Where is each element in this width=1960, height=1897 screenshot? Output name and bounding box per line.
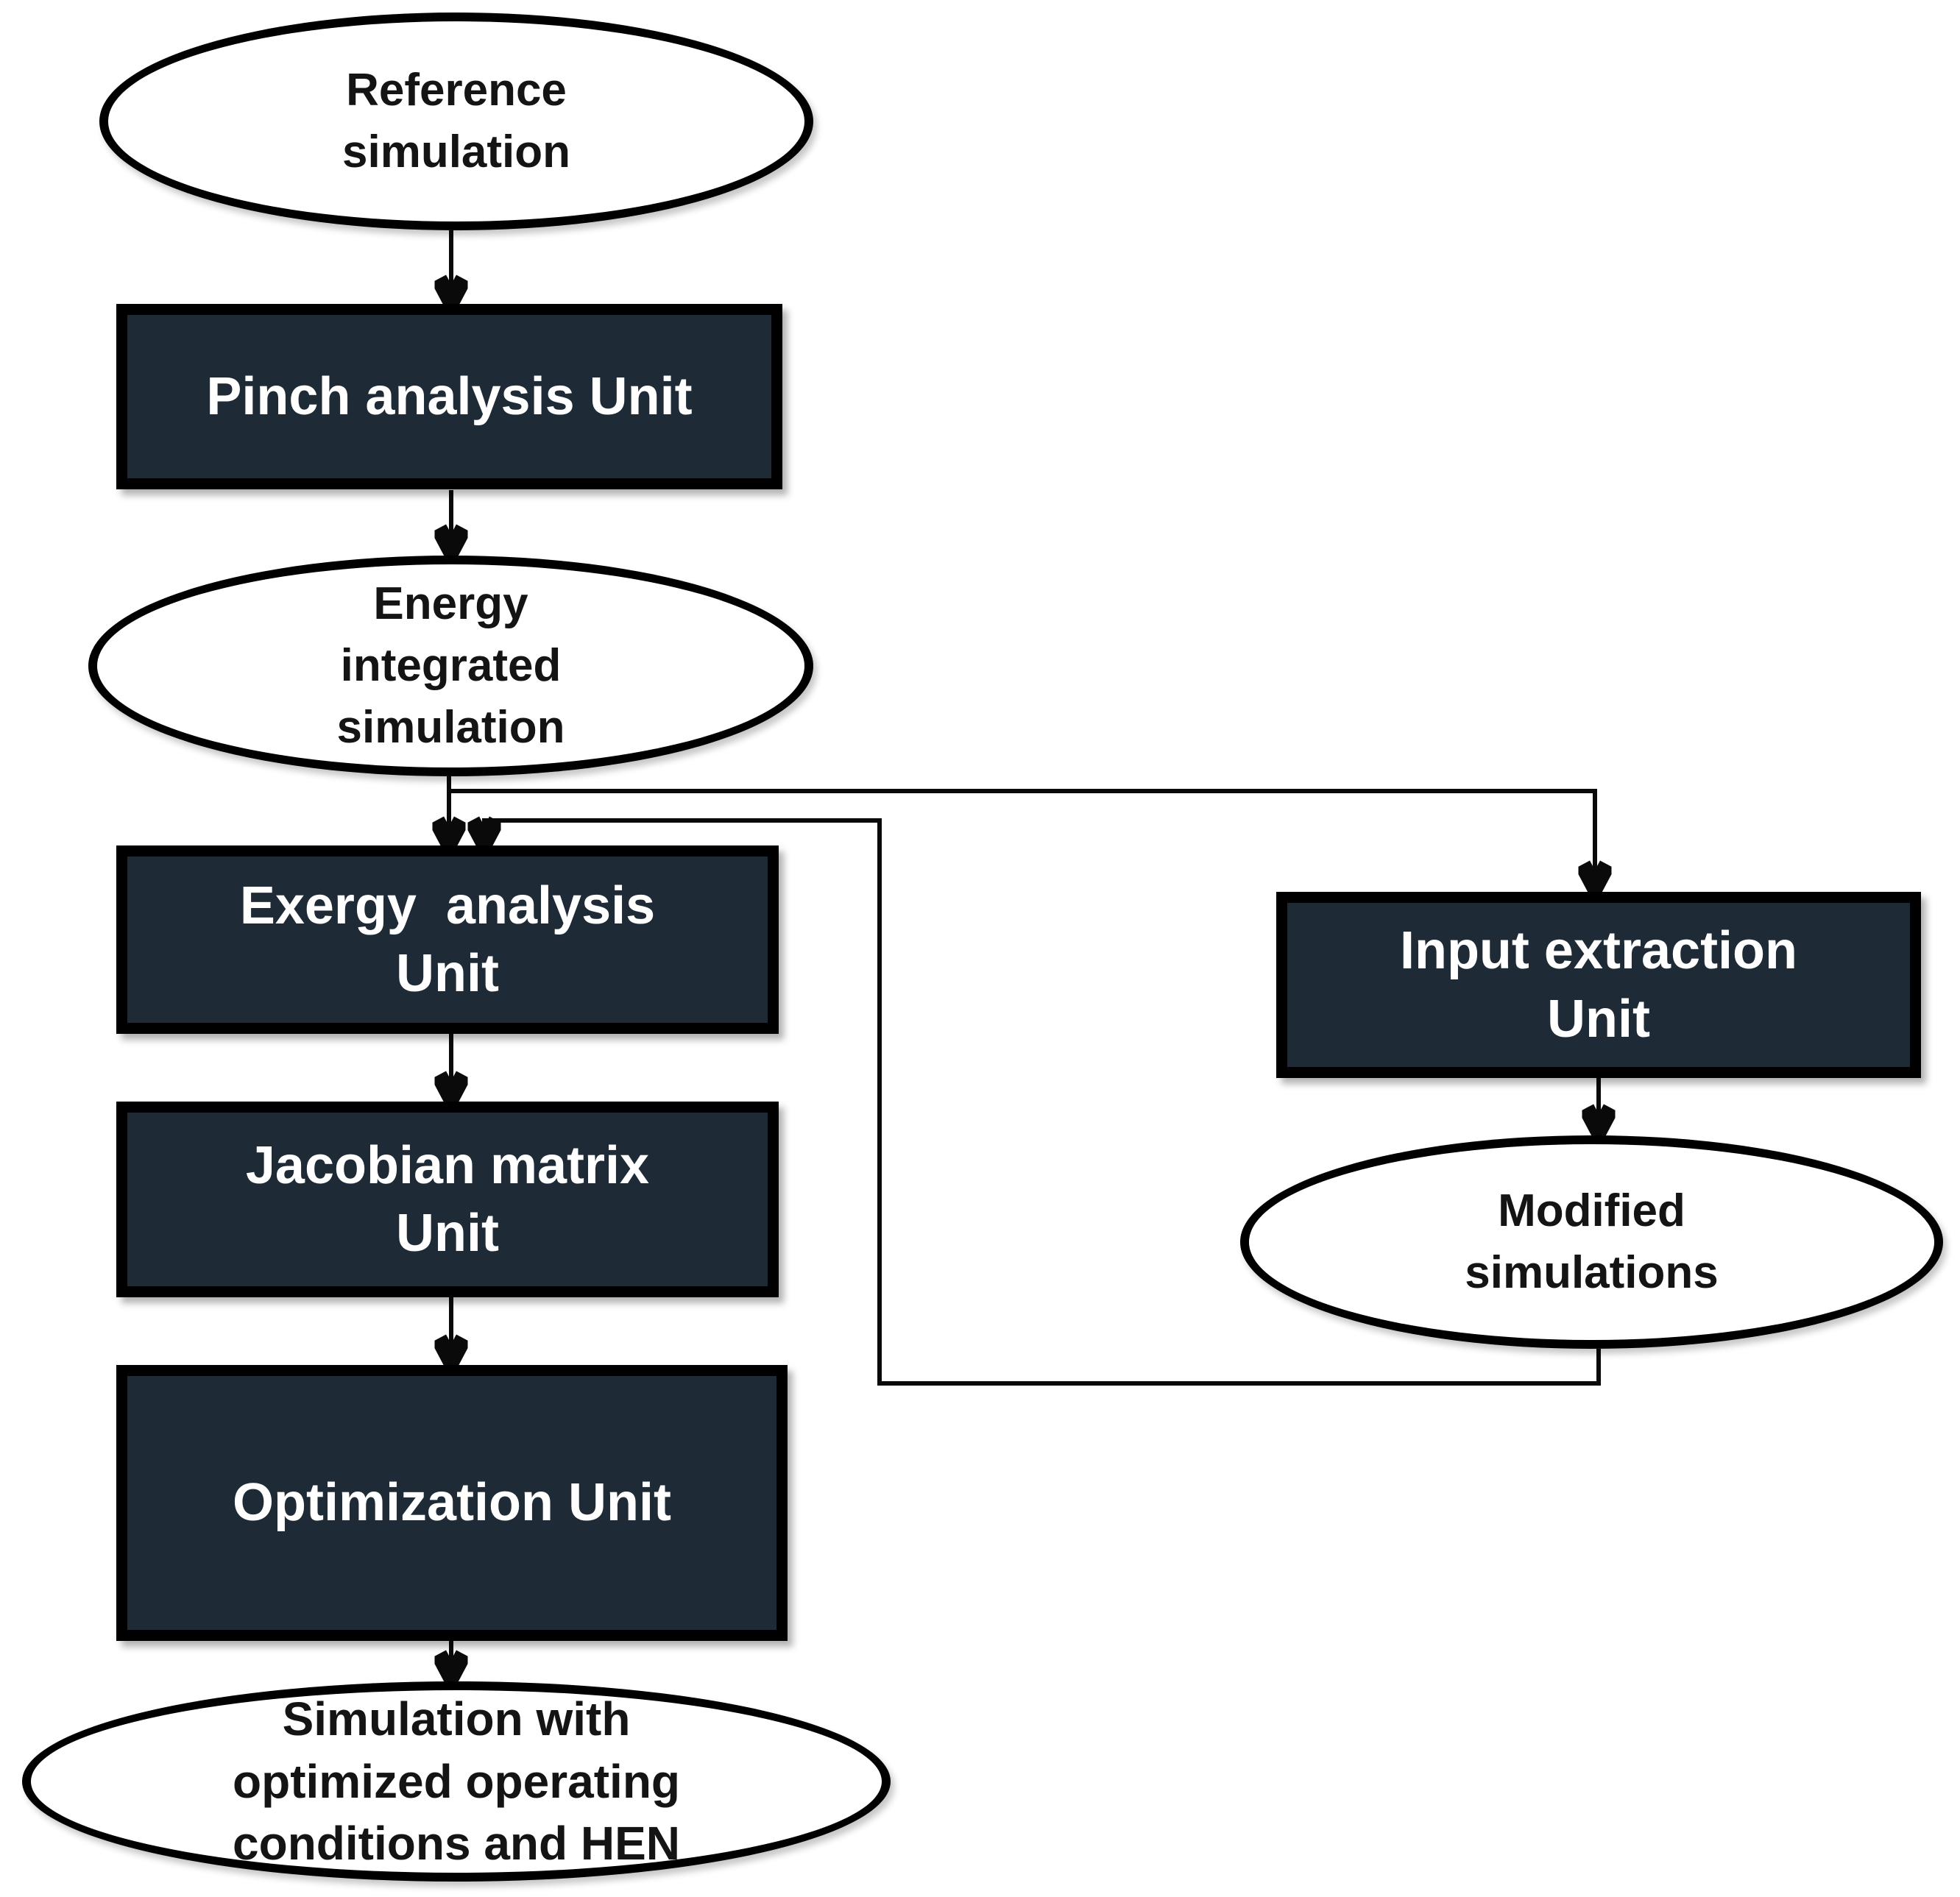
- node-exergy-analysis-unit: Exergy analysis Unit: [116, 845, 779, 1034]
- node-energy-integrated-simulation: Energy integrated simulation: [88, 556, 813, 776]
- node-jacobian-matrix-unit: Jacobian matrix Unit: [116, 1102, 779, 1297]
- edge-modified-feedback-to-exergy: [484, 820, 1601, 1386]
- edge-energy-to-input-extraction: [449, 789, 1595, 884]
- node-reference-simulation: Reference simulation: [99, 13, 813, 230]
- node-modified-simulations: Modified simulations: [1240, 1135, 1943, 1349]
- node-optimization-unit: Optimization Unit: [116, 1365, 788, 1641]
- node-input-extraction-unit: Input extraction Unit: [1276, 892, 1921, 1078]
- node-simulation-optimized: Simulation with optimized operating cond…: [22, 1681, 891, 1882]
- node-pinch-analysis-unit: Pinch analysis Unit: [116, 304, 782, 489]
